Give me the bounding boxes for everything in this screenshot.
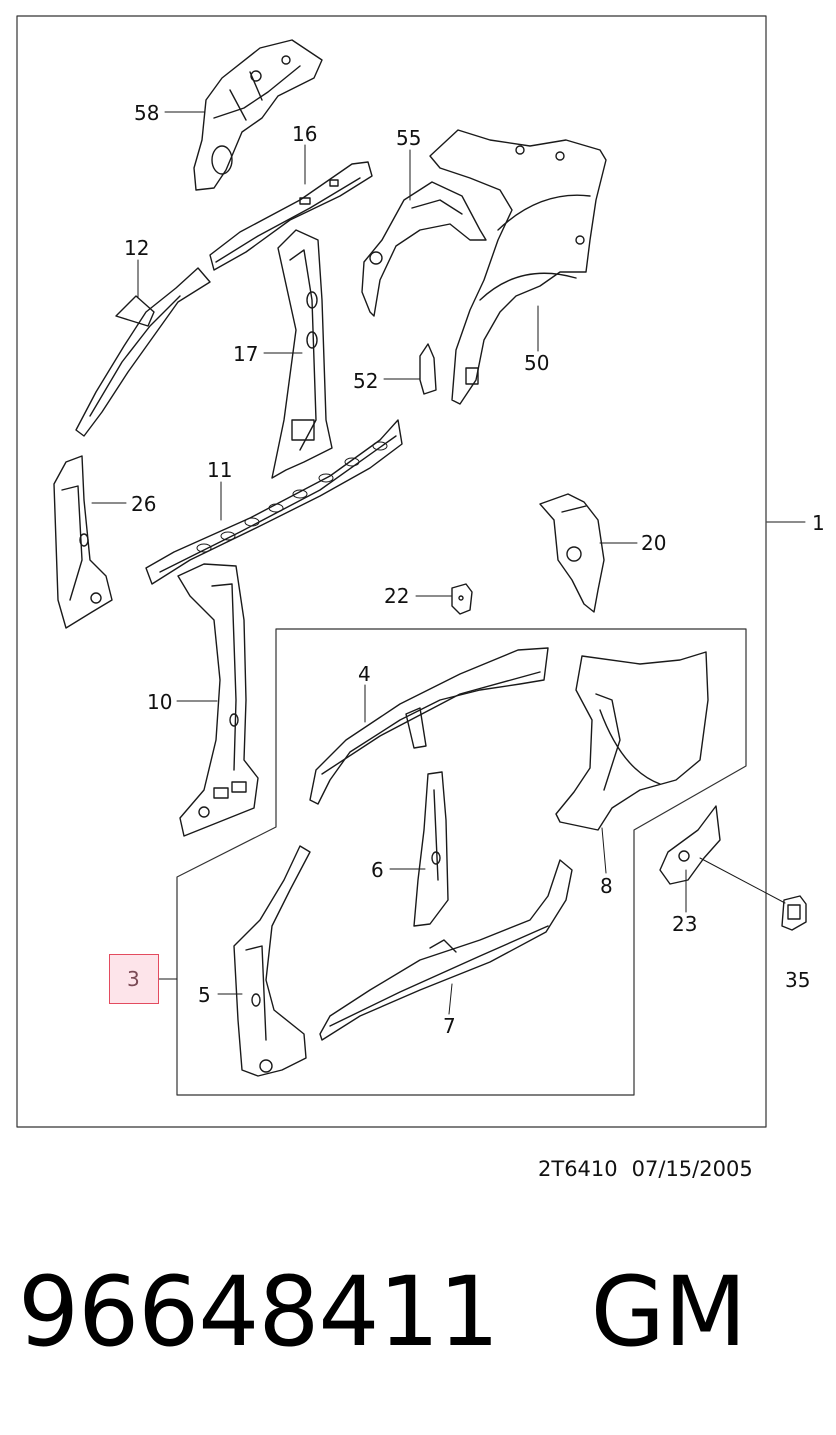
drawing-code-line: 2T6410 07/15/2005 <box>538 1157 753 1181</box>
part-58-bracket <box>193 39 323 191</box>
part-22-clip <box>451 583 473 615</box>
part-23-bracket <box>659 805 721 885</box>
part-26-hinge-pillar <box>53 455 113 629</box>
leader-lines <box>91 111 806 1015</box>
part-6-b-pillar-reinforcement <box>413 771 449 927</box>
callout-20: 20 <box>641 531 667 555</box>
part-52-bracket <box>419 343 437 395</box>
callout-58: 58 <box>134 101 160 125</box>
callout-8: 8 <box>600 874 613 898</box>
part-55-wheelhouse-front <box>361 181 487 317</box>
callout-6: 6 <box>371 858 384 882</box>
callout-11: 11 <box>207 458 233 482</box>
callout-22: 22 <box>384 584 410 608</box>
subassembly-frame <box>176 628 747 1096</box>
part-5-a-pillar <box>233 845 311 1077</box>
drawing-code: 2T6410 <box>538 1157 618 1181</box>
part-35-clip <box>781 895 807 931</box>
part-20-panel <box>539 493 605 613</box>
drawing-date: 07/15/2005 <box>631 1157 753 1181</box>
callout-3: 3 <box>127 967 140 991</box>
part-16-roof-rail <box>209 161 373 271</box>
part-8-quarter-panel <box>555 651 709 831</box>
callout-26: 26 <box>131 492 157 516</box>
part-12-a-pillar-upper <box>75 267 211 437</box>
part-17-b-pillar-inner <box>271 229 333 479</box>
outer-frame <box>16 15 767 1128</box>
callout-10: 10 <box>147 690 173 714</box>
part-4-roof-side-rail <box>309 647 549 805</box>
callout-35: 35 <box>785 968 811 992</box>
callout-23: 23 <box>672 912 698 936</box>
parts-diagram <box>16 15 807 1128</box>
part-7-rocker-outer <box>319 859 573 1041</box>
callout-50: 50 <box>524 351 550 375</box>
callout-5: 5 <box>198 983 211 1007</box>
callout-1: 1 <box>812 511 825 535</box>
brand: GM <box>590 1256 747 1368</box>
callout-4: 4 <box>358 662 371 686</box>
callout-17: 17 <box>233 342 259 366</box>
part-50-quarter-inner <box>429 129 607 405</box>
part-11-rocker-inner <box>145 419 403 585</box>
highlight-box <box>109 954 159 1004</box>
callout-16: 16 <box>292 122 318 146</box>
callout-55: 55 <box>396 126 422 150</box>
callout-7: 7 <box>443 1014 456 1038</box>
callout-12: 12 <box>124 236 150 260</box>
part-10-b-pillar-outer <box>177 563 259 837</box>
callout-52: 52 <box>353 369 379 393</box>
part-number: 96648411 <box>18 1256 500 1368</box>
